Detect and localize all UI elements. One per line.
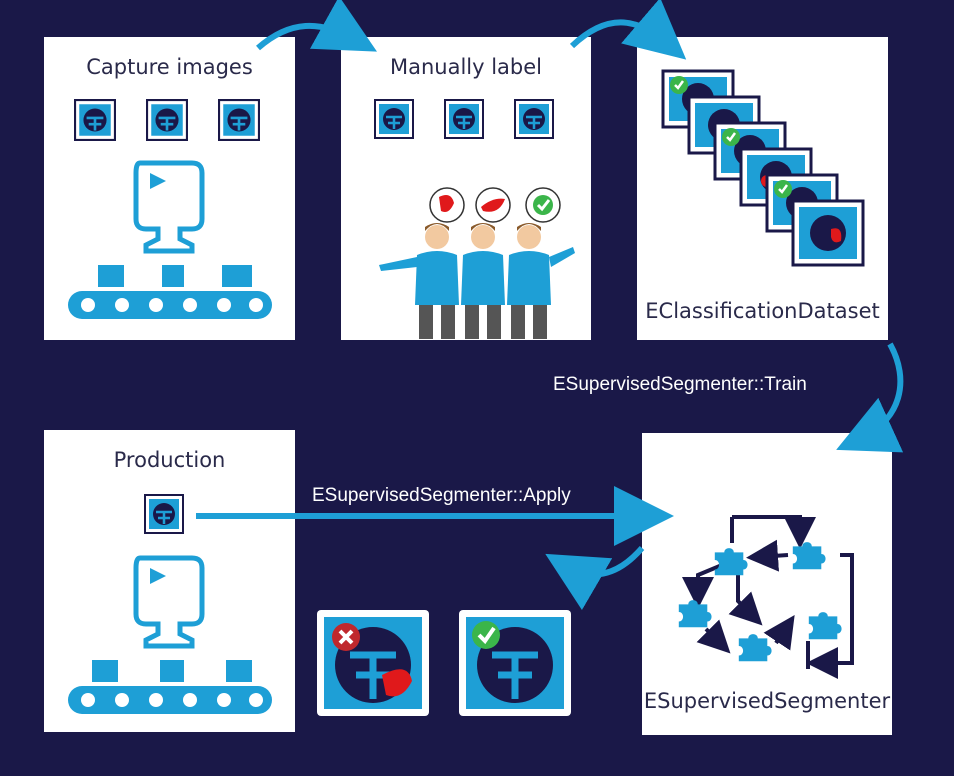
camera-icon [133,160,205,254]
arrow-segmenter-to-results [545,546,645,611]
apply-label: ESupervisedSegmenter::Apply [312,485,571,506]
people-icon [379,187,575,339]
accepted-image [459,610,571,716]
arrow-label-to-dataset [569,0,687,60]
production-title: Production [113,448,226,472]
dataset-title: EClassificationDataset [645,299,880,323]
segmenter-title: ESupervisedSegmenter [643,689,891,713]
arrow-dataset-to-segmenter [836,342,904,453]
dataset-stack-icon [661,69,865,267]
train-label: ESupervisedSegmenter::Train [553,374,807,395]
puzzle-network-icon [678,515,854,679]
dataset-panel: EClassificationDataset [637,37,888,340]
arrow-capture-to-label [256,0,377,52]
production-panel: Production [44,430,295,732]
rejected-image [317,610,429,716]
conveyor-icon [68,660,272,714]
camera-icon [133,555,205,649]
label-title: Manually label [389,55,543,79]
capture-title: Capture images [86,55,253,79]
segmenter-panel: ESupervisedSegmenter [642,433,892,735]
label-panel: Manually label [341,37,591,340]
conveyor-icon [68,265,272,319]
capture-panel: Capture images [44,37,295,340]
